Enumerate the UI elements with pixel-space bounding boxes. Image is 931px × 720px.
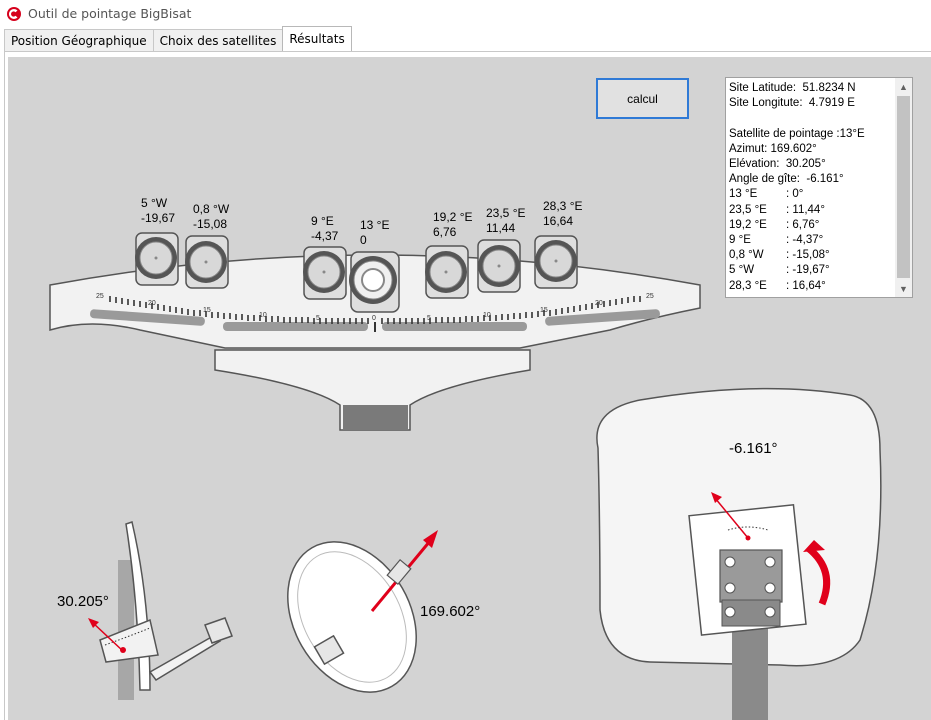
scale-label-left-5: 5 (316, 315, 320, 322)
scale-label-left-15: 15 (203, 307, 211, 314)
results-scrollbar[interactable]: ▲ ▼ (895, 78, 912, 297)
scroll-up-arrow-icon[interactable]: ▲ (899, 81, 908, 92)
azimuth-label: 169.602° (420, 603, 481, 620)
tab-bar: Position Géographique Choix des satellit… (4, 26, 352, 51)
results-text: Site Latitude: 51.8234 N Site Longitute:… (729, 82, 865, 292)
scale-label-center-0: 0 (372, 315, 376, 322)
dish-azimuth (287, 530, 438, 693)
skew-label: -6.161° (729, 440, 778, 457)
tab-position-geographique[interactable]: Position Géographique (4, 29, 154, 51)
satellite-offset: 11,44 (486, 221, 516, 235)
lnb-283e (534, 235, 578, 289)
satellite-offset: 6,76 (433, 225, 457, 239)
lnb-08w (185, 235, 229, 289)
calcul-button[interactable]: calcul (596, 78, 689, 119)
satellite-offset: -4,37 (311, 229, 339, 243)
satellite-name: 9 °E (311, 214, 334, 228)
satellite-offset: -19,67 (141, 211, 176, 225)
title-bar: Outil de pointage BigBisat (0, 0, 931, 27)
satellite-name: 23,5 °E (486, 206, 526, 220)
app-logo-icon (7, 6, 21, 21)
scale-label-right-5: 5 (427, 315, 431, 322)
dish-skew-front (596, 387, 882, 720)
satellite-offset: 16,64 (543, 214, 574, 228)
satellite-label-5w: 5 °W-19,67 (141, 196, 175, 226)
satellite-label-08w: 0,8 °W-15,08 (193, 202, 229, 232)
dish-elevation-side (88, 521, 233, 700)
scroll-thumb[interactable] (897, 96, 910, 278)
satellite-name: 19,2 °E (433, 210, 473, 224)
elevation-label: 30.205° (57, 593, 109, 610)
scale-label-left-25: 25 (96, 293, 104, 300)
satellite-offset: -15,08 (193, 217, 228, 231)
lnb-9e (303, 246, 347, 300)
scale-label-left-20: 20 (148, 300, 156, 307)
results-textbox[interactable]: Site Latitude: 51.8234 N Site Longitute:… (725, 77, 913, 298)
lnb-192e (425, 245, 469, 299)
lnb-235e (477, 239, 521, 293)
scale-label-right-15: 15 (540, 307, 548, 314)
scale-label-left-10: 10 (259, 312, 267, 319)
scale-label-right-20: 20 (595, 300, 603, 307)
lnb-13e (349, 251, 400, 313)
scale-label-right-25: 25 (646, 293, 654, 300)
satellite-label-9e: 9 °E-4,37 (311, 214, 338, 244)
satellite-name: 28,3 °E (543, 199, 583, 213)
satellite-name: 5 °W (141, 196, 168, 210)
lnb-5w (135, 232, 179, 286)
satellite-name: 13 °E (360, 218, 390, 232)
scale-label-right-10: 10 (483, 312, 491, 319)
tab-resultats[interactable]: Résultats (282, 26, 352, 51)
tab-choix-satellites[interactable]: Choix des satellites (152, 29, 284, 51)
lnb-heads (135, 232, 578, 313)
satellite-name: 0,8 °W (193, 202, 230, 216)
satellite-offset: 0 (360, 233, 367, 247)
window-title: Outil de pointage BigBisat (28, 6, 192, 21)
scroll-down-arrow-icon[interactable]: ▼ (899, 283, 908, 294)
